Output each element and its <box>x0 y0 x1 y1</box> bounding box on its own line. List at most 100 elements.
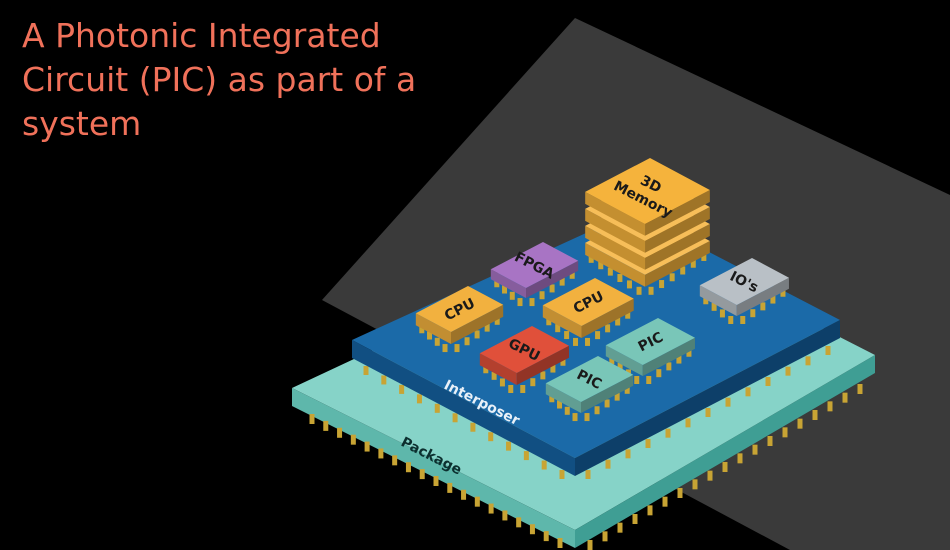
package-pin <box>602 531 608 542</box>
interposer-pins <box>363 346 831 479</box>
interposer-pin <box>725 397 731 407</box>
package-pin <box>323 420 329 431</box>
interposer-pin <box>785 366 791 376</box>
ios-chip-top-face <box>699 258 789 305</box>
memory-pin <box>607 267 613 276</box>
interposer-pin <box>399 384 405 394</box>
pic-chip-upper-top-face <box>605 318 695 365</box>
interposer-pin <box>705 408 711 417</box>
memory-pin <box>617 274 623 283</box>
fpga-chip: FPGA <box>490 242 579 307</box>
pic-chip-upper-pin <box>609 356 615 365</box>
package-pin <box>812 410 818 420</box>
memory-left-face <box>585 225 646 270</box>
pic-chip-upper-pin <box>686 348 692 357</box>
fpga-chip-pin <box>509 291 515 300</box>
package-pin <box>337 427 343 438</box>
cpu-chip-right-pin <box>573 337 579 346</box>
gpu-chip-pin <box>491 371 497 380</box>
fpga-chip-pin <box>502 285 508 294</box>
interposer-pin <box>765 377 771 386</box>
memory-pin <box>588 254 594 263</box>
cpu-chip-left-pin <box>419 325 425 334</box>
interposer-pin <box>645 439 651 448</box>
ios-chip-pin <box>760 302 766 311</box>
cpu-chip-left-left-face <box>415 313 451 345</box>
cpu-chip-left-pin <box>454 344 460 353</box>
pic-chip-upper-pin <box>646 376 652 384</box>
fpga-chip-right-face <box>526 260 579 299</box>
memory-pin <box>690 259 696 268</box>
pic-chip-lower-top-face <box>545 356 634 403</box>
cpu-chip-left-pin <box>442 344 448 353</box>
memory-right-face <box>645 223 710 270</box>
cpu-chip-left-pin <box>494 316 500 325</box>
fpga-chip-pin <box>529 298 535 307</box>
interposer-pin <box>416 394 422 404</box>
pic-chip-lower-pin <box>604 399 610 408</box>
cpu-chip-right-pin <box>615 317 621 326</box>
gpu-chip-right-face <box>516 345 569 385</box>
package-pin <box>662 496 668 507</box>
ios-chip-pin <box>780 288 786 297</box>
interposer-pin <box>488 432 494 442</box>
interposer-pin <box>685 418 691 428</box>
gpu-chip-pin <box>530 378 536 387</box>
package-pin <box>378 448 384 459</box>
fpga-chip-pin <box>517 298 523 307</box>
package-pin <box>842 392 848 403</box>
interposer-pin <box>605 459 611 469</box>
package-pin <box>502 510 508 521</box>
ios-chip: IO's <box>699 258 789 324</box>
memory-pin <box>701 252 707 261</box>
cpu-chip-left: CPU <box>415 286 504 353</box>
interposer-pin <box>805 356 811 366</box>
gpu-chip: GPU <box>479 326 569 393</box>
memory-pin <box>669 273 675 282</box>
ios-chip-pin <box>770 295 776 304</box>
memory-right-face <box>645 189 710 236</box>
interposer-pin <box>665 428 671 438</box>
interposer-pin <box>523 451 529 461</box>
memory-left-face <box>585 242 646 287</box>
fpga-chip-left-face <box>490 269 526 299</box>
pic-chip-upper-pin <box>676 355 682 364</box>
ios-chip-right-face <box>736 277 789 316</box>
gpu-chip-left-face <box>479 353 517 385</box>
pic-chip-upper-pin <box>634 376 640 384</box>
memory-pin <box>626 280 632 289</box>
ios-chip-pin <box>703 296 709 305</box>
gpu-chip-pin <box>540 371 546 380</box>
interposer-pin <box>745 387 751 397</box>
package-pin <box>647 505 653 516</box>
package-pin <box>692 479 698 490</box>
package-right-face <box>575 355 875 548</box>
gpu-chip-pin <box>483 365 489 374</box>
cpu-chip-right-right-face <box>581 298 634 338</box>
cpu-chip-right-pin <box>605 324 611 333</box>
package-pin <box>557 538 563 548</box>
package-pin <box>543 531 549 542</box>
interposer-left-face <box>352 340 575 476</box>
cpu-chip-right-pin <box>546 317 552 326</box>
cpu-chip-right-pin <box>555 324 561 333</box>
cpu-chip-left-pin <box>434 337 440 346</box>
memory-pin <box>648 286 654 295</box>
pic-chip-lower-pin <box>584 413 590 422</box>
cpu-chip-right-pin <box>585 337 591 346</box>
interposer-pin <box>825 346 831 355</box>
gpu-chip-pin <box>550 364 556 373</box>
memory-pin <box>636 286 642 295</box>
package-pin <box>488 503 494 514</box>
pic-chip-upper: PIC <box>605 318 695 384</box>
package-pin <box>419 469 425 480</box>
pic-chip-upper-right-face <box>642 337 695 376</box>
cpu-chip-right-pin <box>595 331 601 340</box>
ios-chip-pin <box>719 309 725 318</box>
cpu-chip-left-pin <box>427 331 433 340</box>
ios-chip-pin <box>728 316 734 324</box>
package-pin <box>587 540 593 550</box>
pic-chip-lower: PIC <box>545 356 634 422</box>
package-pin <box>722 462 728 472</box>
interposer-pin <box>585 470 591 479</box>
